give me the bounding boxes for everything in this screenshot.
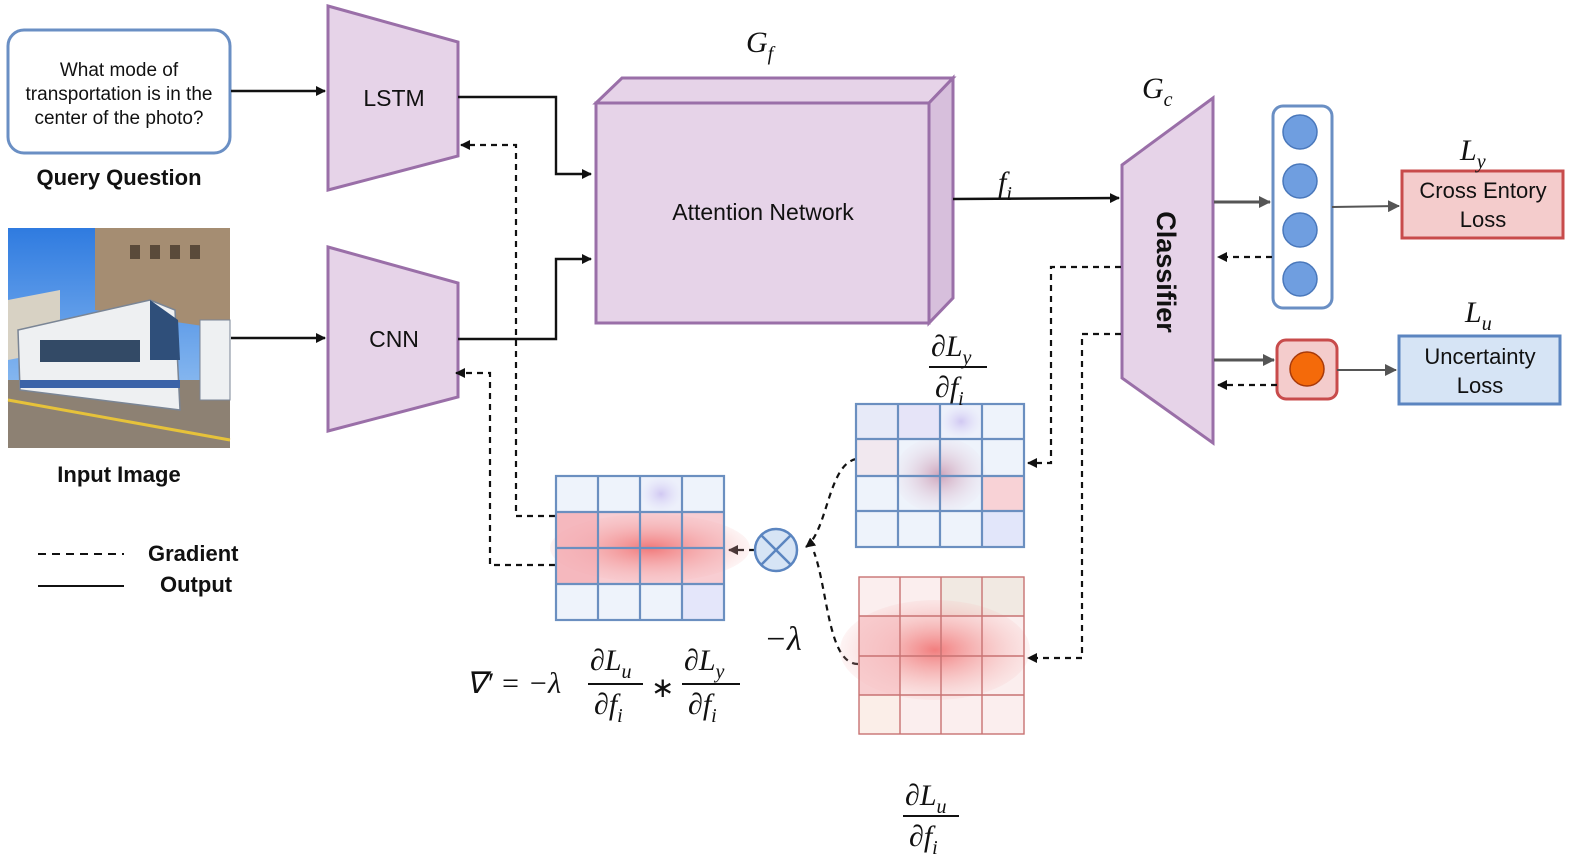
output-node bbox=[1282, 212, 1318, 248]
query-caption: Query Question bbox=[36, 165, 201, 190]
ce-loss-line-1: Cross Entory bbox=[1419, 178, 1546, 203]
svg-text:∂fi: ∂fi bbox=[909, 820, 938, 859]
svg-text:∂fi: ∂fi bbox=[594, 688, 623, 727]
output-node bbox=[1282, 261, 1318, 297]
gradient-formula: ∇′ = −λ ∂Lu ∂fi ∗ ∂Ly ∂fi bbox=[466, 644, 740, 727]
legend-output-label: Output bbox=[160, 572, 233, 597]
classifier-symbol: Gc bbox=[1142, 72, 1173, 111]
unc-loss-line-1: Uncertainty bbox=[1424, 344, 1535, 369]
attention-label: Attention Network bbox=[672, 199, 854, 225]
grad-y-grid bbox=[854, 402, 1026, 549]
cnn-module bbox=[326, 245, 460, 433]
combined-gradient-grid bbox=[550, 474, 750, 622]
svg-text:∂fi: ∂fi bbox=[688, 688, 717, 727]
legend-gradient-label: Gradient bbox=[148, 541, 239, 566]
cnn-label: CNN bbox=[369, 326, 419, 352]
grad-u-fraction: ∂Lu ∂fi bbox=[903, 779, 959, 859]
svg-text:∗: ∗ bbox=[651, 673, 674, 704]
grad-u-grid bbox=[840, 576, 1030, 735]
query-line-2: transportation is in the bbox=[26, 84, 213, 105]
query-line-3: center of the photo? bbox=[34, 108, 203, 129]
query-line-1: What mode of bbox=[60, 60, 179, 81]
classifier-output-arrows bbox=[1214, 196, 1400, 376]
uncertainty-loss-box bbox=[1397, 334, 1562, 406]
svg-text:∂Ly: ∂Ly bbox=[684, 644, 725, 683]
svg-text:∂Ly: ∂Ly bbox=[931, 330, 972, 369]
svg-text:∂Lu: ∂Lu bbox=[905, 779, 947, 818]
multiply-circle-icon bbox=[753, 527, 799, 573]
input-image bbox=[7, 228, 231, 448]
unc-loss-line-2: Loss bbox=[1457, 373, 1503, 398]
grad-y-fraction: ∂Ly ∂fi bbox=[929, 330, 987, 410]
lstm-label: LSTM bbox=[363, 85, 424, 111]
attention-network: Attention Network bbox=[592, 74, 957, 327]
attention-symbol: Gf bbox=[746, 26, 776, 65]
cross-entropy-loss-box bbox=[1400, 169, 1565, 240]
ce-loss-symbol: Ly bbox=[1459, 134, 1486, 173]
uncertainty-node bbox=[1289, 351, 1325, 387]
output-arrows bbox=[231, 86, 1120, 343]
gradient-arrows bbox=[455, 140, 1277, 666]
lambda-label: −λ bbox=[764, 621, 802, 658]
legend: Gradient Output bbox=[38, 541, 239, 597]
lstm-module bbox=[326, 4, 460, 192]
ce-loss-line-2: Loss bbox=[1460, 207, 1506, 232]
svg-text:∇′ = −λ: ∇′ = −λ bbox=[466, 667, 561, 700]
input-image-caption: Input Image bbox=[57, 462, 180, 487]
classifier-label: Classifier bbox=[1151, 211, 1181, 333]
output-node bbox=[1282, 114, 1318, 150]
output-node bbox=[1282, 163, 1318, 199]
svg-text:∂Lu: ∂Lu bbox=[590, 644, 632, 683]
classifier-module bbox=[1120, 95, 1215, 446]
query-question-box: What mode of transportation is in the ce… bbox=[6, 28, 232, 155]
unc-loss-symbol: Lu bbox=[1464, 296, 1492, 335]
svg-text:∂fi: ∂fi bbox=[935, 371, 964, 410]
